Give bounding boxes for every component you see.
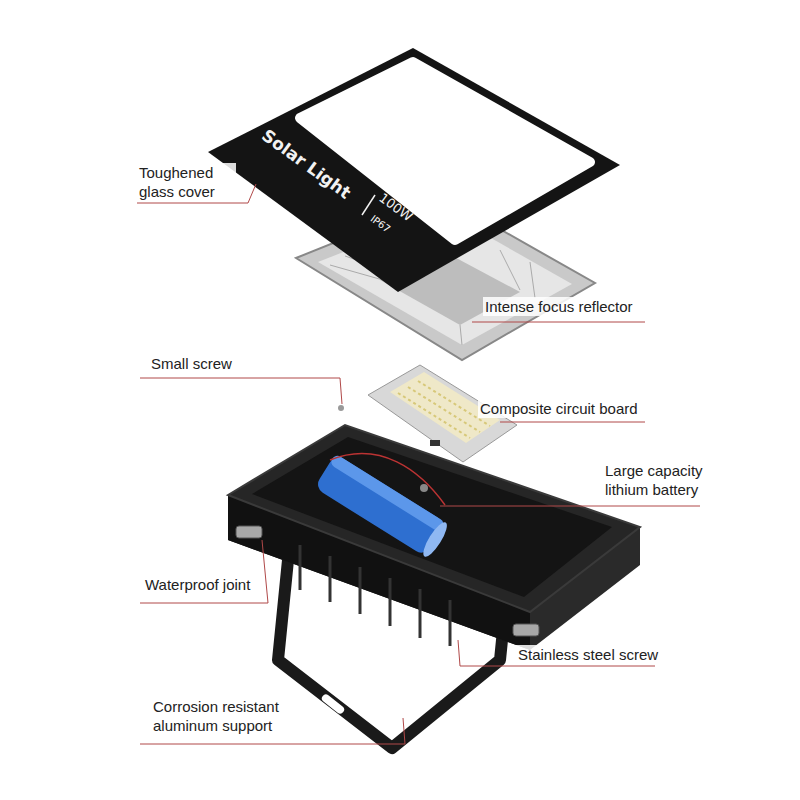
part-label: Small screw (149, 354, 234, 373)
part-label: Corrosion resistant aluminum support (151, 697, 305, 735)
part-label: Composite circuit board (478, 399, 640, 418)
part-label: Waterproof joint (143, 575, 252, 594)
part-label: Toughened glass cover (137, 163, 236, 201)
lithium-battery (314, 454, 451, 560)
part-label: Large capacity lithium battery (603, 461, 732, 499)
glass-cover (208, 48, 620, 292)
housing (228, 425, 640, 650)
part-label: Intense focus reflector (483, 297, 635, 316)
part-label: Stainless steel screw (516, 645, 660, 664)
